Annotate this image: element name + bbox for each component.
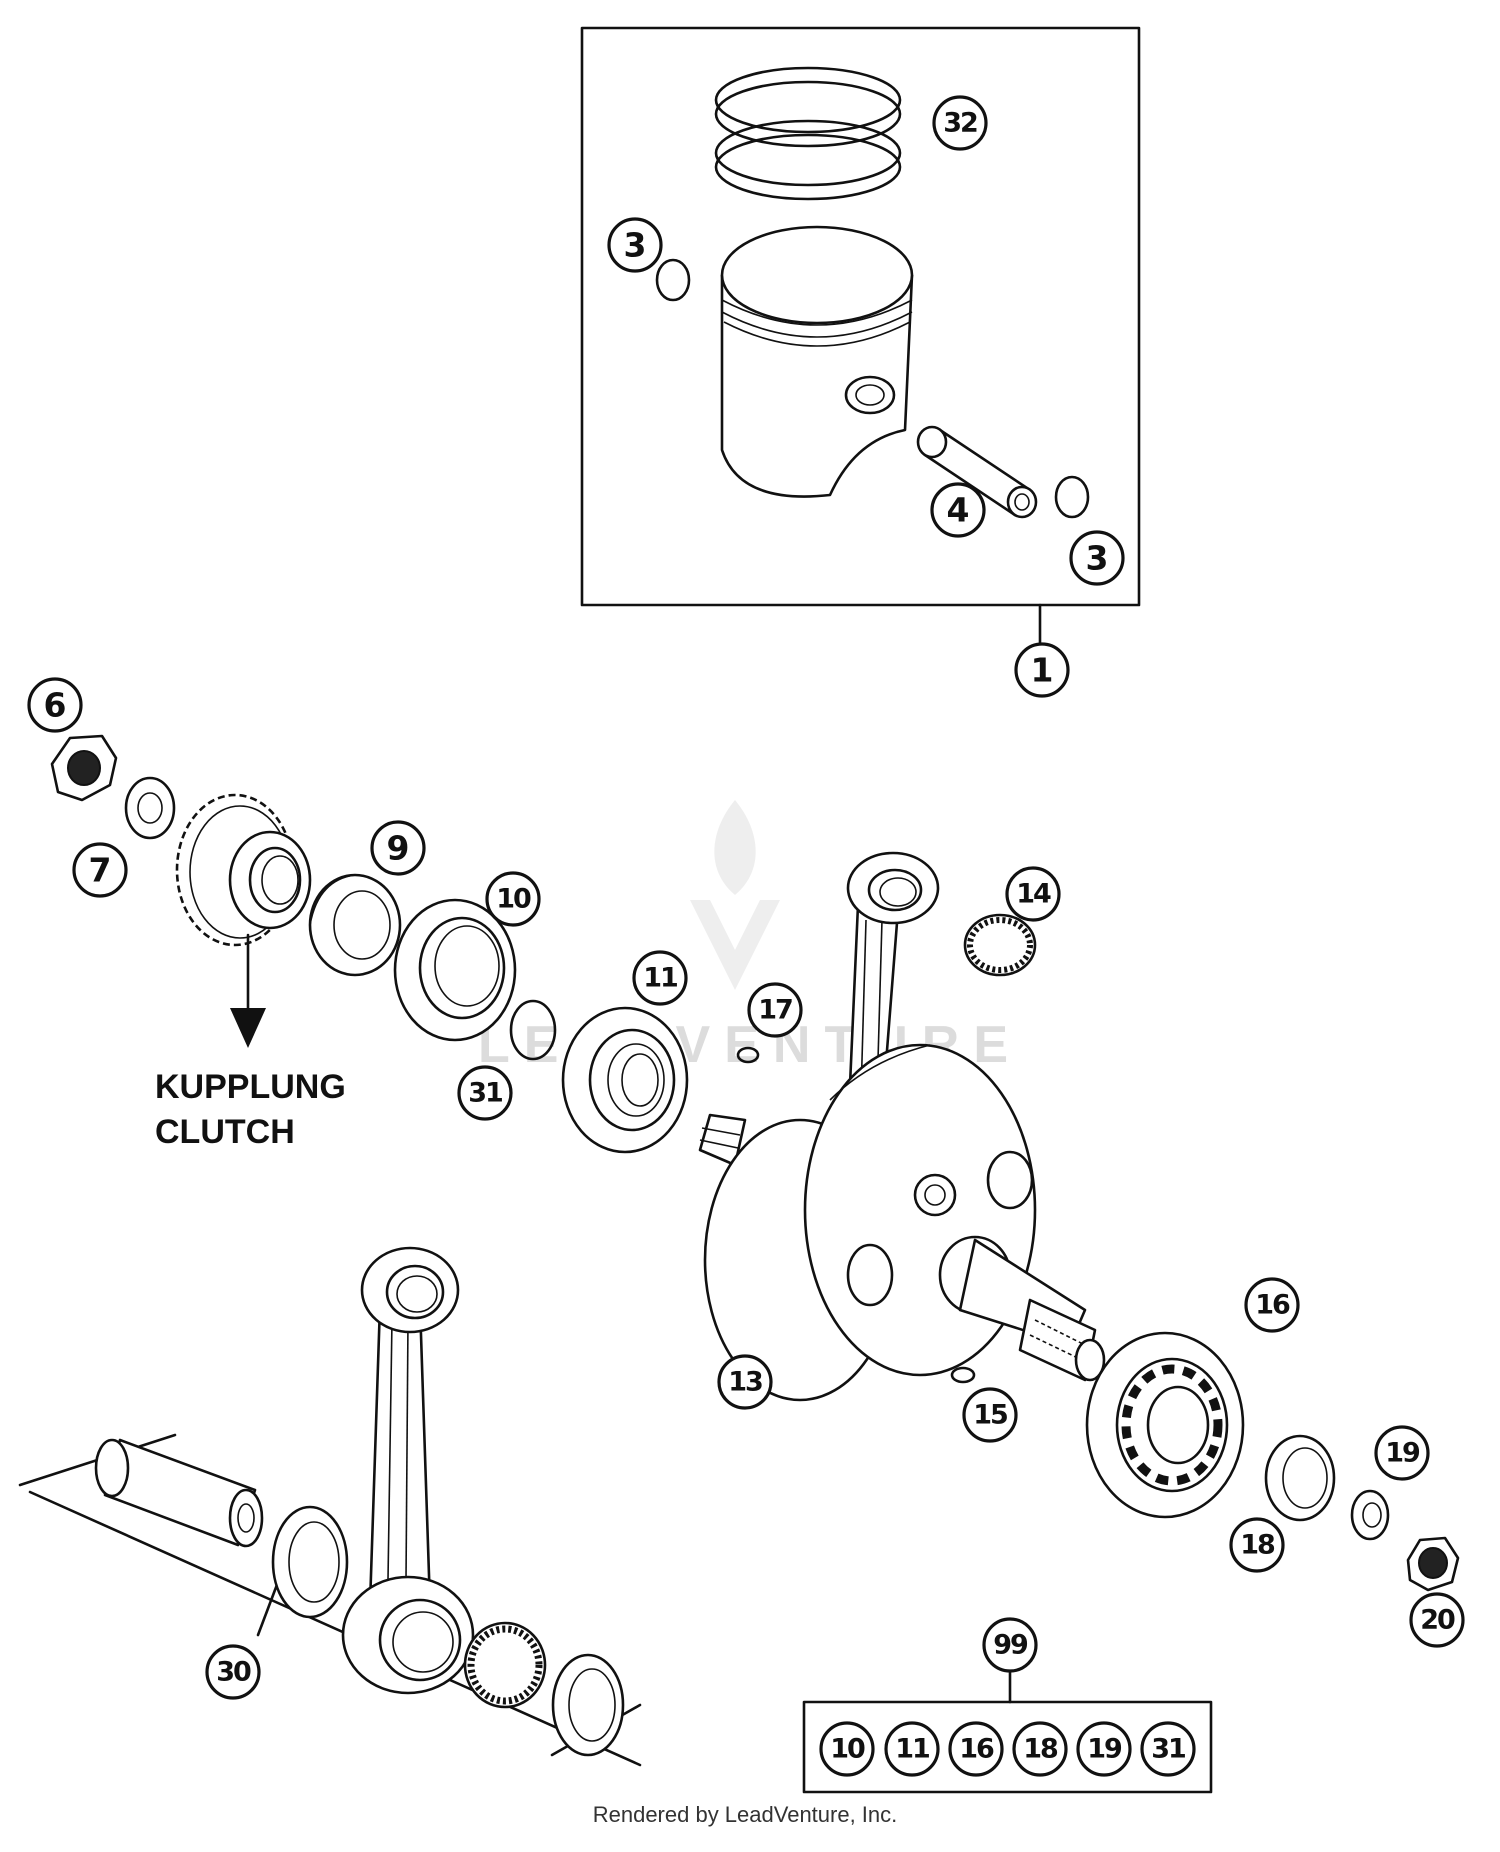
callout-32[interactable]: 32 — [932, 95, 988, 151]
kit-item[interactable]: 11 — [884, 1721, 940, 1777]
svg-text:14: 14 — [1016, 879, 1051, 910]
svg-text:1: 1 — [1031, 651, 1054, 690]
svg-text:31: 31 — [468, 1078, 502, 1109]
main-bearing-11 — [561, 1006, 689, 1154]
callout-31[interactable]: 31 — [457, 1065, 513, 1121]
shaft-seal-10 — [393, 898, 517, 1042]
callout-17[interactable]: 17 — [747, 982, 803, 1038]
svg-text:20: 20 — [1420, 1605, 1455, 1636]
svg-text:10: 10 — [830, 1734, 865, 1765]
svg-text:6: 6 — [44, 686, 67, 725]
callout-15[interactable]: 15 — [962, 1387, 1018, 1443]
piston-rings — [714, 66, 902, 201]
shim-18 — [1264, 1434, 1336, 1522]
kit-item[interactable]: 18 — [1012, 1721, 1068, 1777]
svg-text:19: 19 — [1087, 1734, 1122, 1765]
repair-kit-items: 10 11 16 18 19 31 — [819, 1721, 1196, 1777]
callout-1[interactable]: 1 — [1014, 642, 1070, 698]
svg-text:3: 3 — [1086, 539, 1109, 578]
callout-6[interactable]: 6 — [27, 677, 83, 733]
primary-gear — [175, 793, 312, 947]
svg-text:18: 18 — [1240, 1530, 1275, 1561]
watermark-logo — [690, 800, 780, 990]
clutch-note-line1: KUPPLUNG — [155, 1068, 346, 1106]
callout-10[interactable]: 10 — [485, 871, 541, 927]
kit-item[interactable]: 16 — [948, 1721, 1004, 1777]
hex-nut — [50, 734, 118, 802]
svg-text:7: 7 — [89, 851, 112, 890]
kit-item[interactable]: 10 — [819, 1721, 875, 1777]
svg-text:15: 15 — [973, 1400, 1007, 1431]
svg-text:18: 18 — [1023, 1734, 1058, 1765]
washer-7 — [124, 776, 176, 840]
svg-text:19: 19 — [1385, 1438, 1420, 1469]
o-ring-31 — [509, 999, 557, 1061]
svg-text:99: 99 — [993, 1630, 1028, 1661]
svg-text:17: 17 — [758, 995, 792, 1026]
svg-text:4: 4 — [947, 491, 970, 530]
svg-text:9: 9 — [387, 829, 410, 868]
piston — [720, 225, 914, 498]
kit-item[interactable]: 19 — [1076, 1721, 1132, 1777]
woodruff-key-15 — [950, 1366, 976, 1384]
callout-11[interactable]: 11 — [632, 950, 688, 1006]
washer-19 — [1350, 1489, 1390, 1541]
callout-3-right[interactable]: 3 — [1069, 530, 1125, 586]
svg-text:32: 32 — [943, 108, 977, 139]
callout-9[interactable]: 9 — [370, 820, 426, 876]
svg-text:30: 30 — [216, 1657, 251, 1688]
svg-text:16: 16 — [959, 1734, 994, 1765]
piston-kit-box — [580, 26, 1141, 650]
footer-credit: Rendered by LeadVenture, Inc. — [593, 1802, 898, 1827]
callout-13[interactable]: 13 — [717, 1354, 773, 1410]
circlip-right — [1054, 475, 1090, 519]
svg-text:11: 11 — [643, 963, 677, 994]
kit-item[interactable]: 31 — [1140, 1721, 1196, 1777]
svg-text:13: 13 — [728, 1367, 762, 1398]
callout-99[interactable]: 99 — [982, 1617, 1038, 1673]
circlip-left — [655, 258, 691, 302]
clutch-arrow — [230, 933, 266, 1048]
callout-16[interactable]: 16 — [1244, 1277, 1300, 1333]
needle-bearing-14 — [963, 913, 1037, 977]
main-bearing-16 — [1085, 1331, 1245, 1519]
svg-text:3: 3 — [624, 226, 647, 265]
callout-4[interactable]: 4 — [930, 482, 986, 538]
svg-text:10: 10 — [496, 884, 531, 915]
repair-kit-box — [802, 1666, 1213, 1794]
svg-text:31: 31 — [1151, 1734, 1185, 1765]
callout-19[interactable]: 19 — [1374, 1425, 1430, 1481]
callout-20[interactable]: 20 — [1409, 1592, 1465, 1648]
woodruff-key-17 — [736, 1046, 760, 1064]
shaft-seal-9 — [308, 873, 402, 977]
clutch-note-line2: CLUTCH — [155, 1113, 295, 1151]
callout-7[interactable]: 7 — [72, 842, 128, 898]
svg-text:16: 16 — [1255, 1290, 1290, 1321]
callout-14[interactable]: 14 — [1005, 866, 1061, 922]
svg-text:11: 11 — [895, 1734, 929, 1765]
callout-18[interactable]: 18 — [1229, 1517, 1285, 1573]
callout-3-left[interactable]: 3 — [607, 217, 663, 273]
callout-30[interactable]: 30 — [205, 1644, 261, 1700]
crankshaft — [698, 851, 1106, 1402]
con-rod-kit — [18, 1246, 642, 1767]
piston-pin — [916, 425, 1038, 519]
flanged-nut-20 — [1406, 1536, 1460, 1592]
